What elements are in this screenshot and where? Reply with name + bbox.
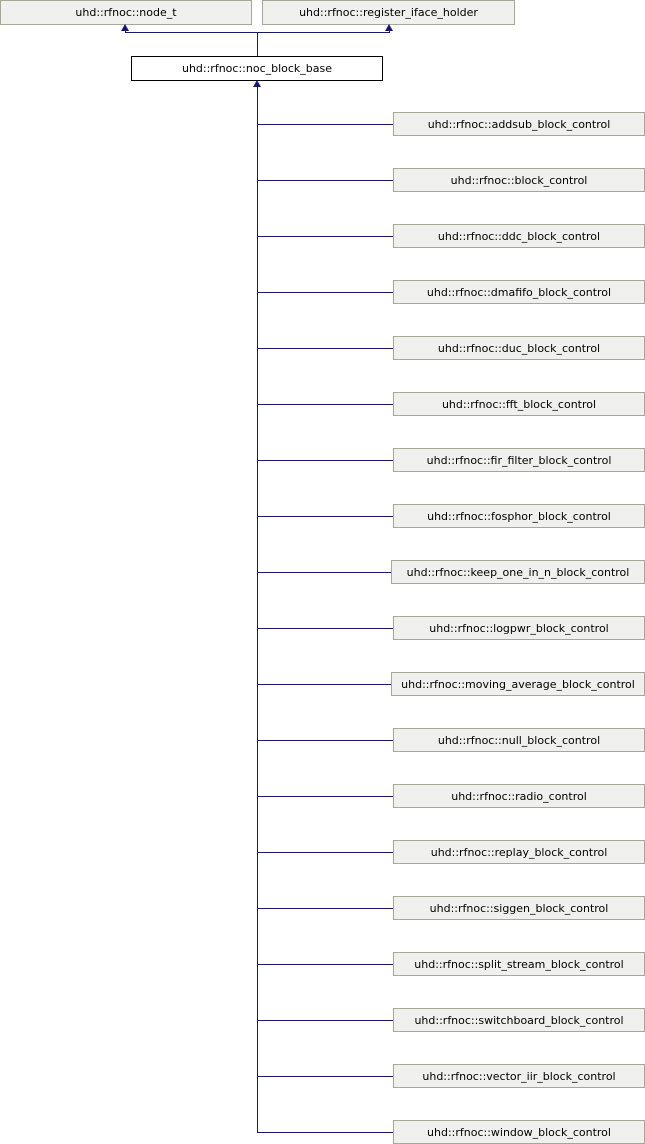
base-class-box-node-t[interactable]: uhd::rfnoc::node_t [0,0,252,25]
edge-horizontal-derived-12 [257,796,393,797]
derived-class-box-16-label: uhd::rfnoc::switchboard_block_control [414,1013,624,1027]
edge-horizontal-derived-1 [257,180,393,181]
derived-class-box-10[interactable]: uhd::rfnoc::moving_average_block_control [391,672,645,696]
edge-horizontal-derived-10 [257,684,391,685]
derived-class-box-1-label: uhd::rfnoc::block_control [450,173,588,187]
edge-horizontal-derived-16 [257,1020,393,1021]
inheritance-arrow-to-node-t [121,24,129,31]
edge-horizontal-derived-2 [257,236,393,237]
derived-class-box-18-label: uhd::rfnoc::window_block_control [427,1125,611,1139]
derived-class-box-15[interactable]: uhd::rfnoc::split_stream_block_control [393,952,645,976]
derived-class-box-6[interactable]: uhd::rfnoc::fir_filter_block_control [393,448,645,472]
derived-class-box-14[interactable]: uhd::rfnoc::siggen_block_control [393,896,645,920]
base-class-box-register-iface-holder[interactable]: uhd::rfnoc::register_iface_holder [262,0,515,25]
root-class-box-noc-block-base[interactable]: uhd::rfnoc::noc_block_base [131,56,383,81]
derived-class-box-4[interactable]: uhd::rfnoc::duc_block_control [393,336,645,360]
derived-class-box-10-label: uhd::rfnoc::moving_average_block_control [401,677,635,691]
derived-class-box-1[interactable]: uhd::rfnoc::block_control [393,168,645,192]
edge-horizontal-derived-8 [257,572,391,573]
edge-horizontal-derived-4 [257,348,393,349]
derived-class-box-6-label: uhd::rfnoc::fir_filter_block_control [426,453,612,467]
inheritance-arrow-to-noc-block-base [253,80,261,87]
derived-class-box-11[interactable]: uhd::rfnoc::null_block_control [393,728,645,752]
edge-horizontal-derived-0 [257,124,393,125]
derived-class-box-3-label: uhd::rfnoc::dmafifo_block_control [426,285,612,299]
derived-class-box-11-label: uhd::rfnoc::null_block_control [437,733,601,747]
edge-horizontal-derived-6 [257,460,393,461]
derived-class-box-12[interactable]: uhd::rfnoc::radio_control [393,784,645,808]
inheritance-arrow-to-register-iface-holder [385,24,393,31]
derived-class-box-0[interactable]: uhd::rfnoc::addsub_block_control [393,112,645,136]
derived-class-box-9-label: uhd::rfnoc::logpwr_block_control [429,621,609,635]
derived-class-box-7[interactable]: uhd::rfnoc::fosphor_block_control [393,504,645,528]
edge-horizontal-derived-18 [257,1132,393,1133]
derived-class-box-14-label: uhd::rfnoc::siggen_block_control [429,901,609,915]
derived-class-box-7-label: uhd::rfnoc::fosphor_block_control [427,509,611,523]
derived-class-box-12-label: uhd::rfnoc::radio_control [451,789,587,803]
edge-horizontal-derived-3 [257,292,393,293]
derived-class-box-3[interactable]: uhd::rfnoc::dmafifo_block_control [393,280,645,304]
edge-horizontal-derived-7 [257,516,393,517]
derived-class-box-13-label: uhd::rfnoc::replay_block_control [430,845,608,859]
derived-class-box-8[interactable]: uhd::rfnoc::keep_one_in_n_block_control [391,560,645,584]
derived-class-box-15-label: uhd::rfnoc::split_stream_block_control [414,957,624,971]
base-class-box-register-iface-holder-label: uhd::rfnoc::register_iface_holder [299,6,478,19]
edge-horizontal-derived-14 [257,908,393,909]
edge-horizontal-derived-15 [257,964,393,965]
base-class-box-node-t-label: uhd::rfnoc::node_t [75,6,177,19]
edge-horizontal-derived-17 [257,1076,393,1077]
derived-class-box-17-label: uhd::rfnoc::vector_iir_block_control [422,1069,616,1083]
derived-class-box-8-label: uhd::rfnoc::keep_one_in_n_block_control [406,565,630,579]
derived-class-box-9[interactable]: uhd::rfnoc::logpwr_block_control [393,616,645,640]
derived-class-box-17[interactable]: uhd::rfnoc::vector_iir_block_control [393,1064,645,1088]
derived-class-box-13[interactable]: uhd::rfnoc::replay_block_control [393,840,645,864]
derived-class-box-5[interactable]: uhd::rfnoc::fft_block_control [393,392,645,416]
derived-class-box-18[interactable]: uhd::rfnoc::window_block_control [393,1120,645,1144]
derived-class-box-5-label: uhd::rfnoc::fft_block_control [441,397,597,411]
edge-horizontal-derived-11 [257,740,393,741]
derived-class-box-2-label: uhd::rfnoc::ddc_block_control [437,229,601,243]
derived-class-box-2[interactable]: uhd::rfnoc::ddc_block_control [393,224,645,248]
edge-horizontal-derived-13 [257,852,393,853]
derived-class-box-0-label: uhd::rfnoc::addsub_block_control [427,117,611,131]
edge-horizontal-derived-9 [257,628,393,629]
edge-vertical-root-riser [257,32,258,56]
derived-class-box-4-label: uhd::rfnoc::duc_block_control [437,341,601,355]
root-class-box-noc-block-base-label: uhd::rfnoc::noc_block_base [181,62,333,75]
edge-horizontal-derived-5 [257,404,393,405]
derived-class-box-16[interactable]: uhd::rfnoc::switchboard_block_control [393,1008,645,1032]
edge-vertical-derived-trunk [257,87,258,1132]
